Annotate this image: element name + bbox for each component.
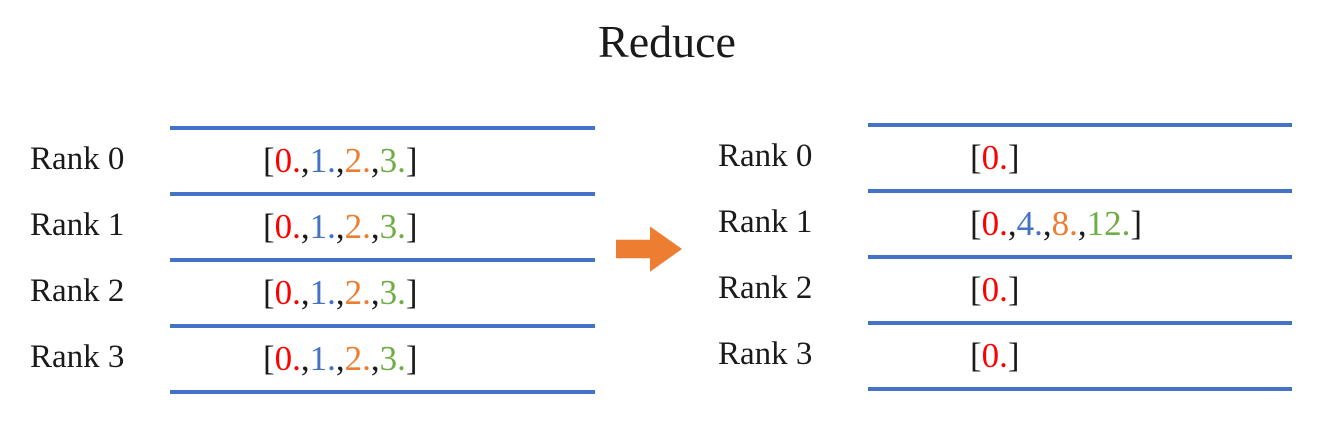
tensor-token: [ xyxy=(970,204,982,243)
tensor-token: ] xyxy=(405,207,418,246)
tensor-token: 3. xyxy=(379,141,406,180)
table-row: Rank 1 [0., 1., 2., 3.] xyxy=(30,192,595,258)
tensor-token: ] xyxy=(405,141,418,180)
reduce-arrow-icon xyxy=(616,226,682,272)
tensor-token: , xyxy=(1042,204,1052,243)
tensor-token: ] xyxy=(405,339,418,378)
diagram-title: Reduce xyxy=(598,16,736,67)
tensor-token: ] xyxy=(405,273,418,312)
tensor-token: 0. xyxy=(274,273,301,312)
tensor-token: 2. xyxy=(344,339,371,378)
table-row: Rank 1 [0., 4., 8., 12.] xyxy=(718,189,1292,255)
tensor-token: , xyxy=(370,207,380,246)
tensor-value: [0., 1., 2., 3.] xyxy=(170,126,595,192)
rank-label: Rank 2 xyxy=(30,272,125,309)
tensor-token: 1. xyxy=(309,273,336,312)
tensor-token: 3. xyxy=(379,339,406,378)
rank-label: Rank 3 xyxy=(718,335,813,372)
table-row: Rank 3 [0., 1., 2., 3.] xyxy=(30,324,595,390)
table-bottom-line xyxy=(170,390,595,394)
rank-label: Rank 0 xyxy=(30,140,125,177)
tensor-token: 0. xyxy=(981,336,1008,375)
rank-label: Rank 0 xyxy=(718,137,813,174)
tensor-value: [0.] xyxy=(868,255,1292,321)
tensor-value: [0.] xyxy=(868,321,1292,387)
tensor-value: [0., 1., 2., 3.] xyxy=(170,192,595,258)
rank-label: Rank 1 xyxy=(718,203,813,240)
tensor-token: ] xyxy=(1130,204,1143,243)
tensor-token: , xyxy=(370,141,380,180)
tensor-token: 0. xyxy=(274,207,301,246)
table-row: Rank 2 [0.] xyxy=(718,255,1292,321)
tensor-token: , xyxy=(1077,204,1087,243)
tensor-token: [ xyxy=(263,207,275,246)
tensor-token: 3. xyxy=(379,273,406,312)
tensor-token: [ xyxy=(970,138,982,177)
tensor-token: [ xyxy=(263,273,275,312)
tensor-token: , xyxy=(370,339,380,378)
table-row: Rank 3 [0.] xyxy=(718,321,1292,387)
tensor-token: 2. xyxy=(344,273,371,312)
tensor-token: , xyxy=(1007,204,1017,243)
tensor-token: [ xyxy=(970,336,982,375)
tensor-token: 1. xyxy=(309,207,336,246)
tensor-token: 8. xyxy=(1051,204,1078,243)
tensor-token: , xyxy=(335,339,345,378)
tensor-token: , xyxy=(300,141,310,180)
tensor-token: , xyxy=(300,207,310,246)
tensor-token: 0. xyxy=(981,204,1008,243)
tensor-token: [ xyxy=(263,339,275,378)
rank-label: Rank 3 xyxy=(30,338,125,375)
tensor-value: [0., 4., 8., 12.] xyxy=(868,189,1292,255)
tensor-value: [0., 1., 2., 3.] xyxy=(170,324,595,390)
tensor-token: , xyxy=(300,339,310,378)
output-tensors-table: Rank 0 [0.] Rank 1 [0., 4., 8., 12.] Ran… xyxy=(718,123,1292,391)
tensor-token: ] xyxy=(1007,336,1020,375)
tensor-value: [0., 1., 2., 3.] xyxy=(170,258,595,324)
tensor-value: [0.] xyxy=(868,123,1292,189)
table-bottom-line xyxy=(868,387,1292,391)
input-tensors-table: Rank 0 [0., 1., 2., 3.] Rank 1 [0., 1., … xyxy=(30,126,595,394)
tensor-token: 2. xyxy=(344,141,371,180)
tensor-token: 0. xyxy=(981,270,1008,309)
tensor-token: , xyxy=(335,273,345,312)
table-row: Rank 0 [0.] xyxy=(718,123,1292,189)
table-row: Rank 2 [0., 1., 2., 3.] xyxy=(30,258,595,324)
tensor-token: 1. xyxy=(309,141,336,180)
tensor-token: 2. xyxy=(344,207,371,246)
tensor-token: ] xyxy=(1007,270,1020,309)
tensor-token: 3. xyxy=(379,207,406,246)
tensor-token: 12. xyxy=(1086,204,1131,243)
tensor-token: 4. xyxy=(1016,204,1043,243)
tensor-token: , xyxy=(335,207,345,246)
tensor-token: [ xyxy=(263,141,275,180)
tensor-token: , xyxy=(335,141,345,180)
tensor-token: [ xyxy=(970,270,982,309)
tensor-token: 0. xyxy=(981,138,1008,177)
tensor-token: ] xyxy=(1007,138,1020,177)
rank-label: Rank 2 xyxy=(718,269,813,306)
tensor-token: 1. xyxy=(309,339,336,378)
tensor-token: 0. xyxy=(274,141,301,180)
tensor-token: , xyxy=(370,273,380,312)
tensor-token: , xyxy=(300,273,310,312)
table-row: Rank 0 [0., 1., 2., 3.] xyxy=(30,126,595,192)
rank-label: Rank 1 xyxy=(30,206,125,243)
tensor-token: 0. xyxy=(274,339,301,378)
